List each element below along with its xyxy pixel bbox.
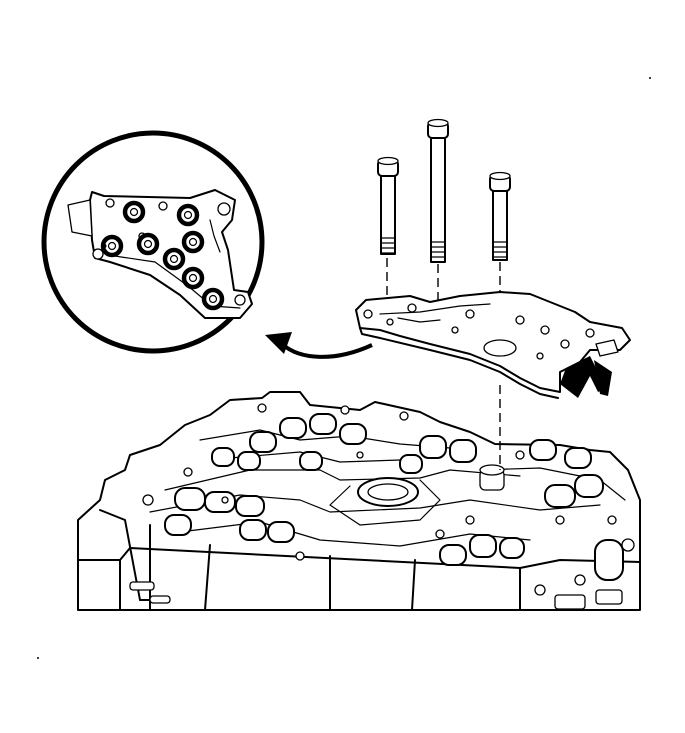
detail-magnifier [41,130,265,354]
locator-arrow-icon [560,356,612,398]
callout-arrow-icon [265,332,373,359]
valve-body-bolts [142,403,617,596]
bracket-bolt-short-right [489,171,511,261]
speck [37,657,39,659]
bracket-bolt-short-left [377,156,399,255]
o-ring-seals [100,200,225,311]
solenoid-bracket [355,291,631,399]
bracket-bolt-long-center [427,118,449,263]
spool-valves [164,413,624,581]
valve-body [77,391,641,611]
speck [649,77,651,79]
